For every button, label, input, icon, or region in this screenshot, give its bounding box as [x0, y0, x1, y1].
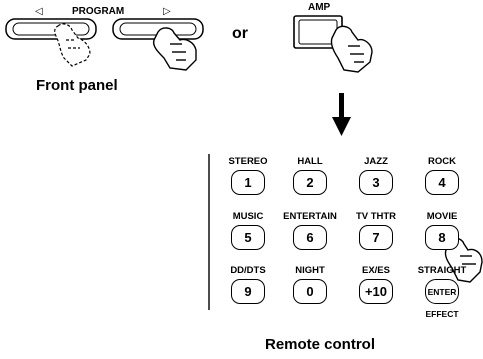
remote-key-enter[interactable]: ENTER: [425, 279, 459, 304]
effect-label: EFFECT: [425, 309, 459, 319]
key-label-movie: MOVIE: [426, 211, 458, 222]
key-label-rock: ROCK: [428, 156, 456, 167]
remote-key-3[interactable]: 3: [359, 170, 393, 195]
key-label-stereo: STEREO: [228, 156, 268, 167]
remote-key-9[interactable]: 9: [231, 279, 265, 304]
key-label-tv-thtr: TV THTR: [355, 211, 397, 222]
program-left-key: [5, 18, 97, 40]
key-label-ex-es: EX/ES: [362, 265, 390, 276]
key-label-dd-dts: DD/DTS: [230, 265, 266, 276]
remote-key-6[interactable]: 6: [293, 225, 327, 250]
right-arrow-glyph: ▷: [163, 6, 171, 17]
left-arrow-glyph: ◁: [35, 6, 43, 17]
remote-key-1[interactable]: 1: [231, 170, 265, 195]
key-label-music: MUSIC: [232, 211, 264, 222]
remote-key-8[interactable]: 8: [425, 225, 459, 250]
hand-pointer-icon: [152, 27, 197, 71]
remote-control-caption: Remote control: [265, 336, 376, 353]
remote-key-plus10[interactable]: +10: [359, 279, 393, 304]
key-label-entertain: ENTERTAIN: [283, 211, 337, 222]
or-text: or: [232, 25, 248, 42]
key-label-jazz: JAZZ: [364, 156, 388, 167]
remote-key-4[interactable]: 4: [425, 170, 459, 195]
key-label-hall: HALL: [297, 156, 323, 167]
remote-key-2[interactable]: 2: [293, 170, 327, 195]
hand-pointer-icon: [330, 25, 373, 73]
remote-key-5[interactable]: 5: [231, 225, 265, 250]
front-panel-caption: Front panel: [36, 77, 118, 94]
remote-key-0[interactable]: 0: [293, 279, 327, 304]
program-label: PROGRAM: [72, 6, 125, 17]
amp-key: [293, 15, 343, 49]
remote-key-7[interactable]: 7: [359, 225, 393, 250]
key-label-straight: STRAIGHT: [417, 265, 467, 276]
dashed-hand-icon: [54, 23, 91, 67]
down-arrow-icon: [332, 93, 351, 136]
key-label-night: NIGHT: [295, 265, 325, 276]
hand-pointer-icon: [444, 237, 483, 283]
amp-label: AMP: [306, 2, 333, 13]
